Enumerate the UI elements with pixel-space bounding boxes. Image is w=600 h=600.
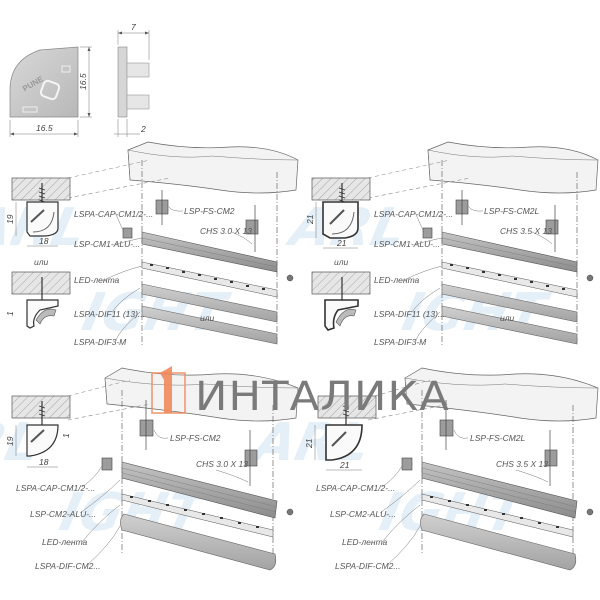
label-screw: CHS 3.0 X 13 <box>196 459 248 469</box>
section-width-dim: 18 <box>39 457 49 467</box>
bracket <box>244 449 258 467</box>
cap-thickness-dim: 2 <box>140 124 146 134</box>
alt-label: или <box>34 257 49 267</box>
section-height-dim: 19 <box>5 214 15 224</box>
diffuser <box>120 513 277 571</box>
label-bracket: LSP-FS-CM2L <box>470 433 526 443</box>
bracket <box>139 419 154 437</box>
end-connector <box>586 508 594 516</box>
diffuser-2 <box>441 305 578 345</box>
cap-width-dim: 16.5 <box>36 123 53 133</box>
alt-label-2: или <box>500 313 515 323</box>
alt-dim: 1 <box>61 433 71 438</box>
bracket <box>439 419 454 437</box>
diffuser-1 <box>441 283 578 323</box>
aluminum-profile <box>441 231 578 273</box>
panel-bottom-right: 21 21 LSP-FS-CM2L CHS 3.5 X 13 LSPA-CAP-… <box>304 367 599 571</box>
label-profile: LSP-CM2-ALU-... <box>30 509 96 519</box>
label-cap: LSPA-CAP-CM1/2-... <box>16 483 95 493</box>
label-led: LED-лента <box>374 275 420 285</box>
bracket <box>544 449 558 467</box>
end-cap <box>101 457 113 471</box>
label-diffuser-1: LSPA-DIF11 (13)... <box>74 309 145 319</box>
end-connector <box>286 274 294 282</box>
label-screw: CHS 3.5 X 13 <box>496 459 548 469</box>
alt-label-2: или <box>200 313 215 323</box>
diffuser-2 <box>141 305 278 345</box>
label-cap: LSPA-CAP-CM1/2-... <box>74 209 153 219</box>
label-profile: LSP-CM1-ALU-... <box>374 239 440 249</box>
label-led: LED-лента <box>42 537 88 547</box>
alt-label: или <box>334 257 349 267</box>
aluminum-profile <box>121 461 278 519</box>
label-profile: LSP-CM2-ALU-... <box>330 509 396 519</box>
alt-dim: 1 <box>5 311 15 316</box>
logo-text: ИНТАЛИКА <box>195 374 450 420</box>
label-cap: LSPA-CAP-CM1/2-... <box>374 209 453 219</box>
label-screw: CHS 3.5 X 13 <box>500 226 552 236</box>
label-bracket: LSP-FS-CM2 <box>170 433 221 443</box>
cap-height-dim: 16.5 <box>78 73 88 90</box>
section-width-dim: 21 <box>336 238 347 248</box>
label-bracket: LSP-FS-CM2 <box>184 206 235 216</box>
section-height-dim: 21 <box>304 438 314 449</box>
aluminum-profile <box>141 231 278 273</box>
section-width-dim: 18 <box>39 236 49 246</box>
panel-bottom-left: 19 18 1 LSP-FS-CM2 CHS 3.0 X 13 LSPA-CAP… <box>5 367 299 571</box>
end-cap <box>401 457 413 471</box>
section-height-dim: 19 <box>5 436 15 446</box>
diffuser-1 <box>141 283 278 323</box>
logo-mark-icon <box>160 366 172 413</box>
section-width-dim: 21 <box>339 460 350 470</box>
label-diffuser-2: LSPA-DIF3-M <box>74 337 127 347</box>
end-cap <box>122 227 133 239</box>
label-profile: LSP-CM1-ALU-... <box>74 239 140 249</box>
label-diffuser-1: LSPA-DIF11 (13)... <box>374 309 445 319</box>
aluminum-profile <box>421 461 578 519</box>
end-connector <box>286 508 294 516</box>
label-diffuser: LSPA-DIF-CM2... <box>35 561 101 571</box>
label-screw: CHS 3.0 X 13 <box>200 226 252 236</box>
end-cap <box>422 227 433 239</box>
end-cap-front-view: PUNE 16.5 16.5 <box>9 46 92 137</box>
intalika-logo: ИНТАЛИКА <box>151 366 450 420</box>
end-connector <box>586 274 594 282</box>
label-diffuser: LSPA-DIF-CM2... <box>335 561 401 571</box>
panel-top-right: 21 21 или LSPA-CAP-CM1/2-... LSP-FS-CM2L… <box>305 141 599 347</box>
label-diffuser-2: LSPA-DIF3-M <box>374 337 427 347</box>
cap-depth-dim: 7 <box>131 22 136 32</box>
diffuser <box>420 513 577 571</box>
label-cap: LSPA-CAP-CM1/2-... <box>316 483 395 493</box>
label-led: LED-лента <box>342 537 388 547</box>
section-height-dim: 21 <box>305 214 315 225</box>
label-bracket: LSP-FS-CM2L <box>484 206 540 216</box>
label-led: LED-лента <box>74 275 120 285</box>
end-cap-side-view: 7 2 <box>114 22 150 137</box>
panel-top-left: 19 18 или 1 LSPA-CAP-CM1/2-... LSP-FS-CM… <box>5 141 299 347</box>
